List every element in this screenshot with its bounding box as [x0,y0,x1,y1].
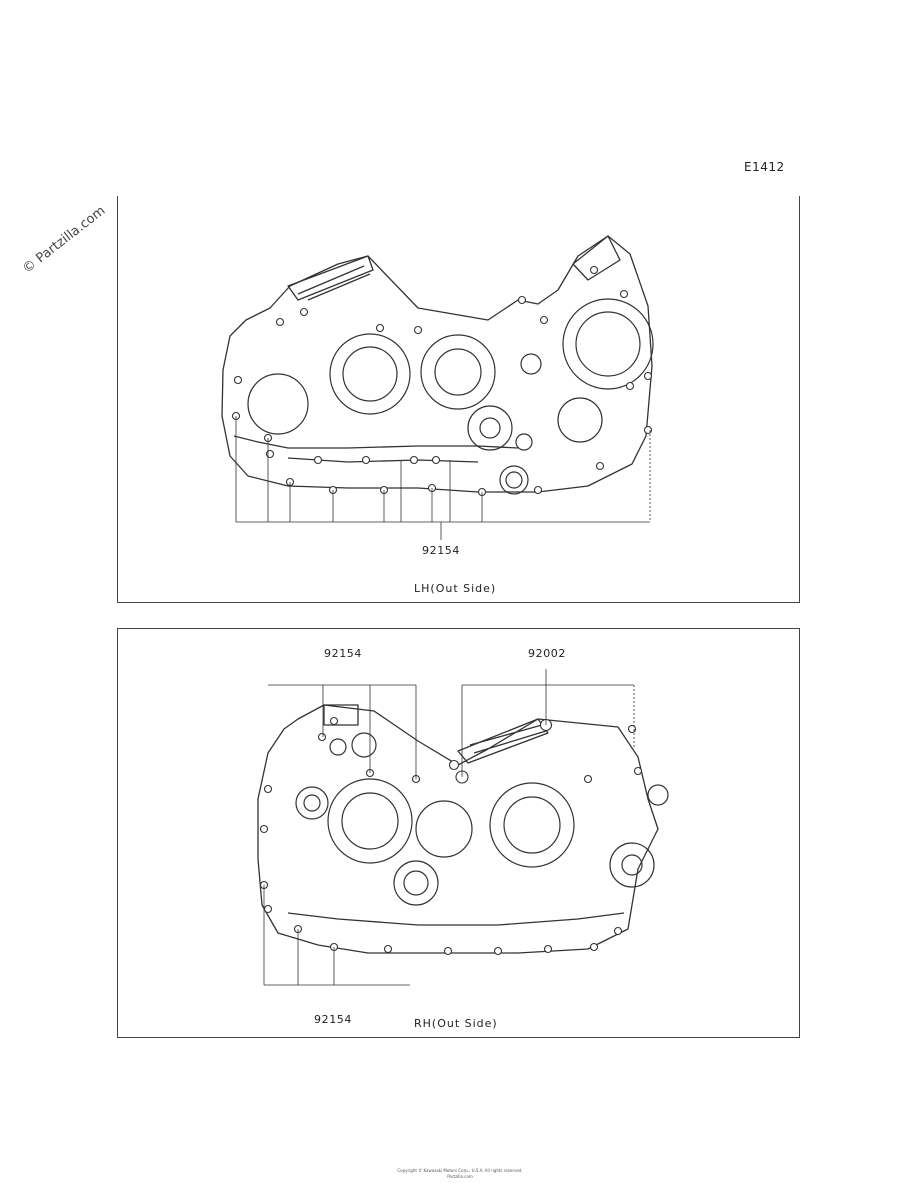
callout-92154-top: 92154 [324,647,362,660]
crankcase-lh-panel: 92154 LH(Out Side) [117,196,800,603]
footer-line-1: Copyright © Kawasaki Motors Corp., U.S.A… [397,1168,523,1173]
crankcase-rh-panel: 92154 92002 92154 RH(Out Side) [117,628,800,1038]
callout-92154: 92154 [422,544,460,557]
panel-caption-rh: RH(Out Side) [414,1017,498,1030]
watermark: © Partzilla.com [20,203,109,277]
crankcase-lh-drawing [221,235,654,540]
panel-caption-lh: LH(Out Side) [414,582,497,595]
footer-line-2: Partzilla.com [447,1174,473,1179]
diagram-code: E1412 [744,160,785,174]
callout-92002: 92002 [528,647,566,660]
callout-92154-bottom: 92154 [314,1013,352,1026]
crankcase-rh-drawing [257,669,669,986]
copyright-footer: Copyright © Kawasaki Motors Corp., U.S.A… [350,1168,570,1180]
